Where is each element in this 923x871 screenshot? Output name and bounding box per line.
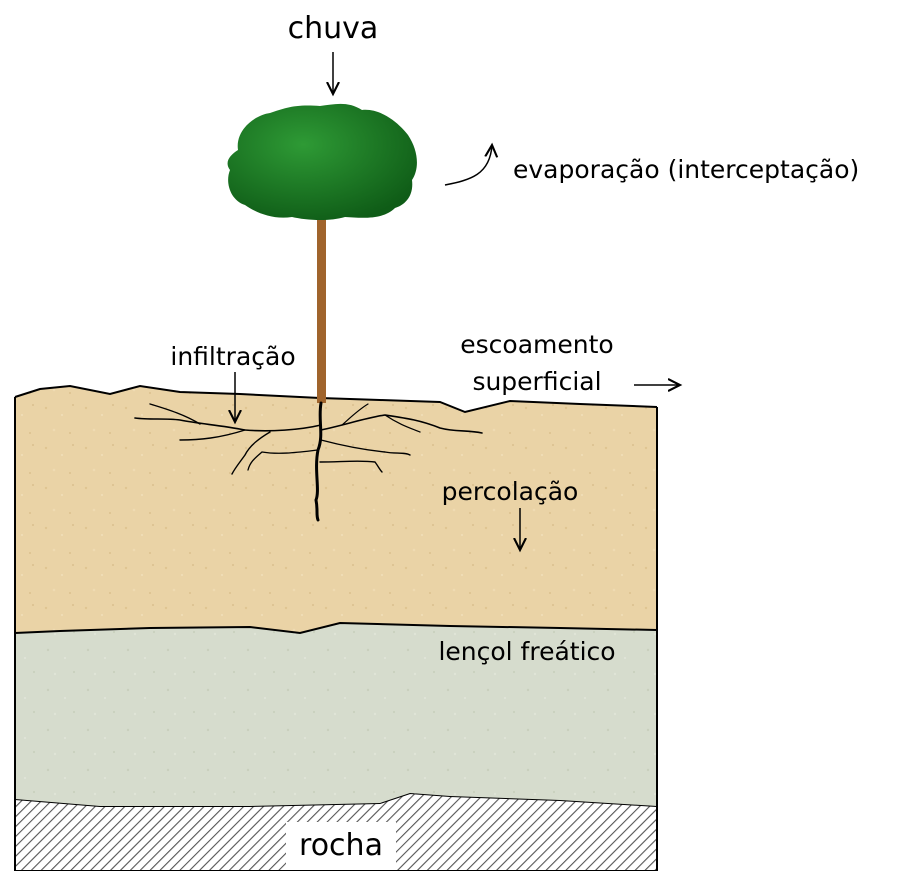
tree-crown — [228, 104, 417, 220]
rain-label: chuva — [288, 11, 379, 46]
evaporation-label: evaporação (interceptação) — [513, 155, 859, 184]
infiltration-label: infiltração — [170, 342, 295, 371]
rock-label: rocha — [299, 828, 383, 863]
runoff-label-line1: escoamento — [460, 330, 613, 359]
percolation-label: percolação — [442, 477, 579, 506]
tree-trunk — [317, 215, 326, 403]
water-table-label: lençol freático — [438, 637, 615, 666]
evaporation-arrow — [445, 145, 492, 185]
runoff-label-line2: superficial — [472, 367, 601, 396]
